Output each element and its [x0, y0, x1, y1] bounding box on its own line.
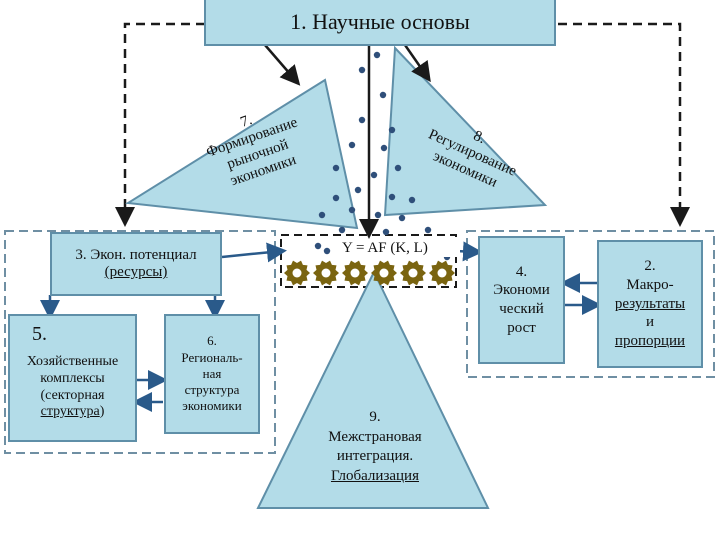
particle-dot — [314, 242, 322, 250]
gear-row — [284, 260, 455, 286]
particle-dot — [348, 141, 356, 149]
particle-dot — [323, 247, 331, 255]
particle-dot — [348, 206, 356, 214]
particle-dot — [382, 228, 390, 236]
particle-dot — [388, 126, 396, 134]
particle-dot — [318, 211, 326, 219]
particle-dot — [358, 66, 366, 74]
triangle-9 — [256, 269, 490, 509]
block-2-macro-results: 2. Макро- результаты и пропорции — [597, 240, 703, 368]
particle-dot — [394, 164, 402, 172]
block-9-label: 9. Межстрановая интеграция. Глобализация — [328, 409, 422, 484]
gear-icon — [313, 260, 339, 286]
dashed-connector-left — [115, 22, 205, 227]
particle-dot — [380, 144, 388, 152]
arrow-3-to-formula — [221, 242, 287, 263]
left-group-frame — [4, 230, 276, 454]
particle-dot — [338, 226, 346, 234]
particle-dot — [374, 211, 382, 219]
particle-dot — [332, 194, 340, 202]
dashed-connector-right — [558, 22, 690, 227]
particle-dot — [379, 91, 387, 99]
particle-dot — [358, 116, 366, 124]
gear-icon — [400, 260, 426, 286]
particle-dot — [388, 193, 396, 201]
block-1-title: 1. Научные основы — [290, 9, 470, 34]
particle-dot — [424, 226, 432, 234]
block-6-regional-structure: 6. Региональ- ная структура экономики — [164, 314, 260, 434]
block-1-scientific-basis: 1. Научные основы — [204, 0, 556, 46]
block-3-economic-potential: 3. Экон. потенциал (ресурсы) — [50, 232, 222, 296]
arrow-to-7 — [264, 44, 301, 86]
production-function-formula: Y = AF (K, L) — [340, 240, 460, 258]
particle-dot — [408, 196, 416, 204]
particle-dot — [370, 171, 378, 179]
block-5-sectoral-structure: 5. Хозяйственные комплексы (секторная ст… — [8, 314, 137, 442]
gear-icon — [429, 260, 455, 286]
arrow-to-8 — [403, 44, 431, 83]
particle-dot — [354, 186, 362, 194]
gear-icon — [342, 260, 368, 286]
block-4-economic-growth: 4. Экономи ческий рост — [478, 236, 565, 364]
particle-dot — [332, 164, 340, 172]
triangle-7 — [125, 78, 359, 230]
particle-dot — [373, 51, 381, 59]
gear-icon — [371, 260, 397, 286]
gear-icon — [284, 260, 310, 286]
particle-dot — [398, 214, 406, 222]
